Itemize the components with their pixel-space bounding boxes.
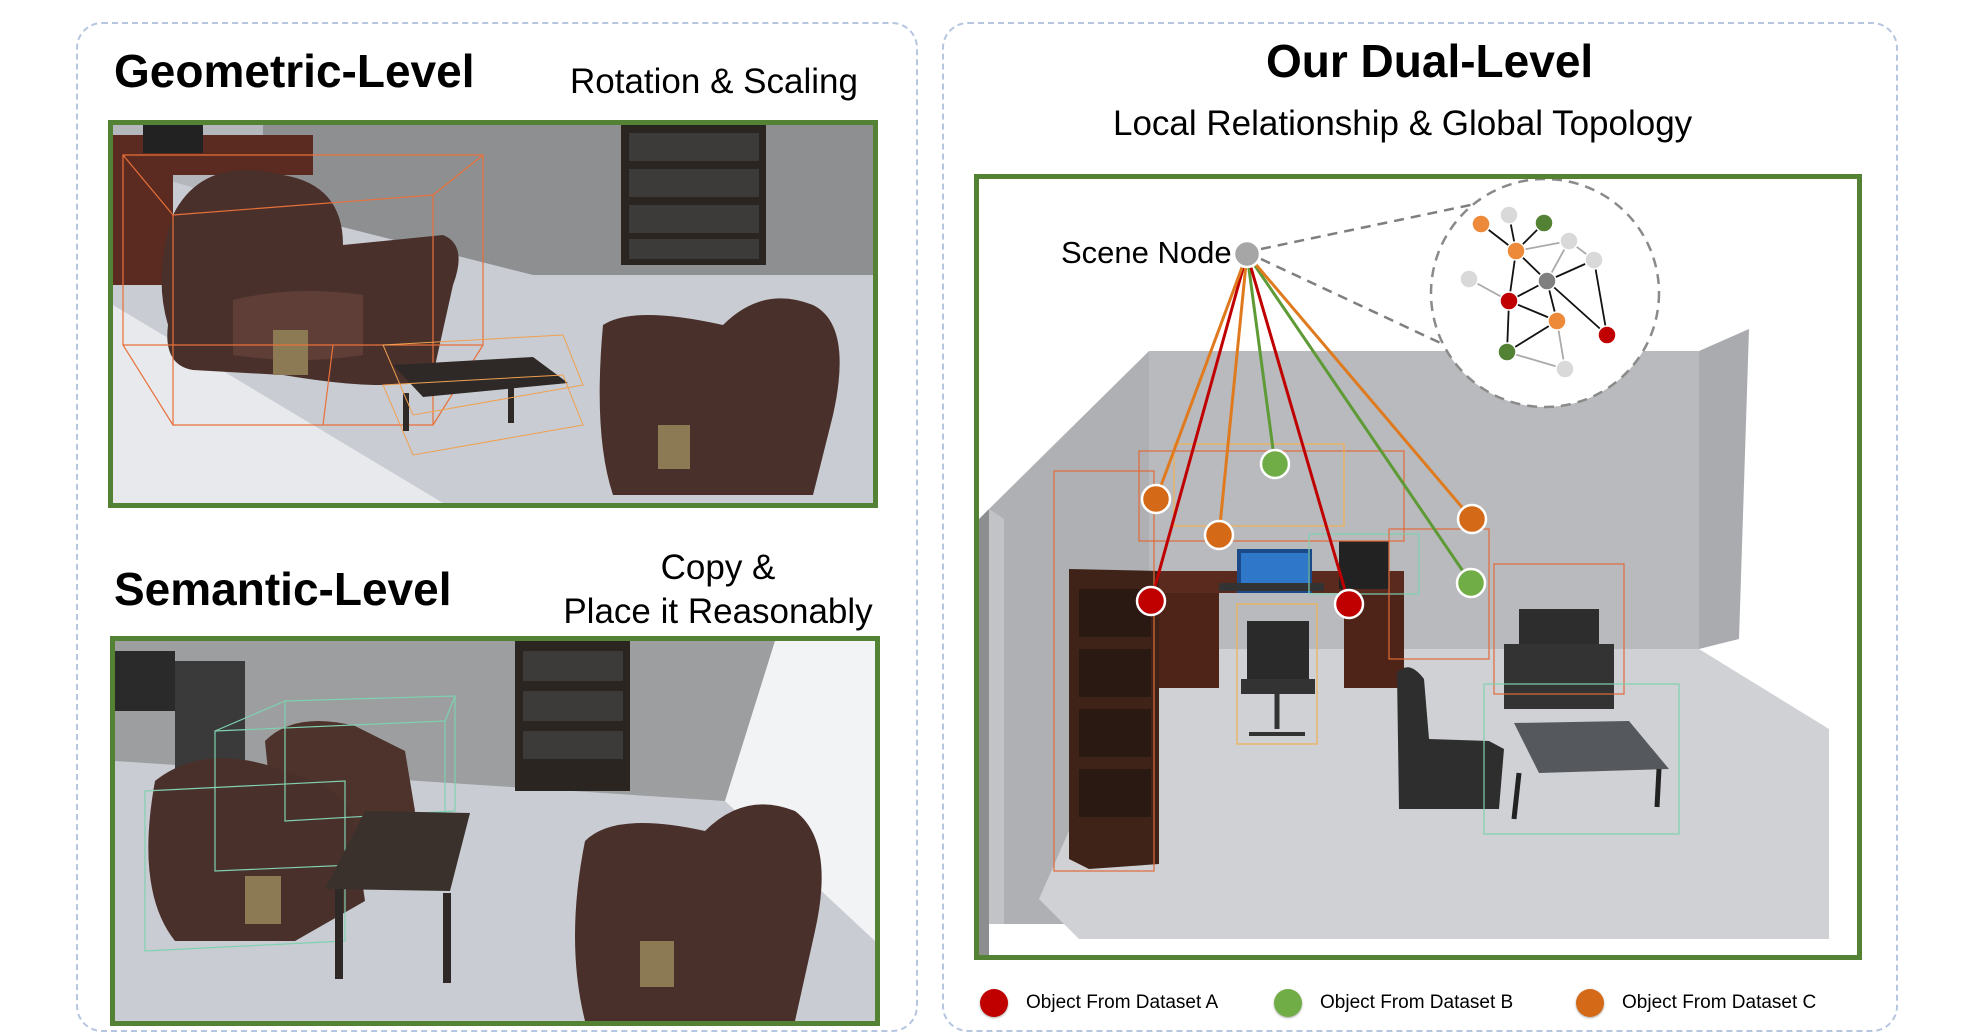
semantic-level-title: Semantic-Level	[114, 563, 452, 615]
legend-label-dataset-c: Object From Dataset C	[1622, 992, 1817, 1013]
legend-dot-green-icon	[1274, 989, 1302, 1017]
legend-item-dataset-a: Object From Dataset A	[980, 988, 1218, 1018]
semantic-scene-image	[110, 636, 880, 1026]
dual-level-diagram: Scene Node	[979, 179, 1829, 955]
geometric-level-subtitle: Rotation & Scaling	[570, 62, 858, 101]
scene-node-label: Scene Node	[1061, 235, 1232, 270]
semantic-scene-illustration	[115, 641, 875, 1021]
dual-level-subtitle: Local Relationship & Global Topology	[1113, 104, 1693, 143]
legend-label-dataset-b: Object From Dataset B	[1320, 992, 1514, 1013]
legend-item-dataset-b: Object From Dataset B	[1274, 988, 1513, 1018]
semantic-subtitle-line-2: Place it Reasonably	[563, 592, 873, 631]
legend-dot-orange-icon	[1576, 989, 1604, 1017]
geometric-level-title: Geometric-Level	[114, 45, 475, 97]
legend-item-dataset-c: Object From Dataset C	[1576, 988, 1816, 1018]
semantic-level-subtitle: Copy & Place it Reasonably	[553, 546, 883, 634]
dual-level-title: Our Dual-Level	[1266, 35, 1594, 87]
semantic-subtitle-line-1: Copy &	[660, 548, 776, 587]
legend-dot-red-icon	[980, 989, 1008, 1017]
dual-level-scene-image: Scene Node	[974, 174, 1862, 960]
geometric-scene-image	[108, 120, 878, 508]
legend-label-dataset-a: Object From Dataset A	[1026, 992, 1219, 1013]
geometric-scene-illustration	[113, 125, 873, 503]
